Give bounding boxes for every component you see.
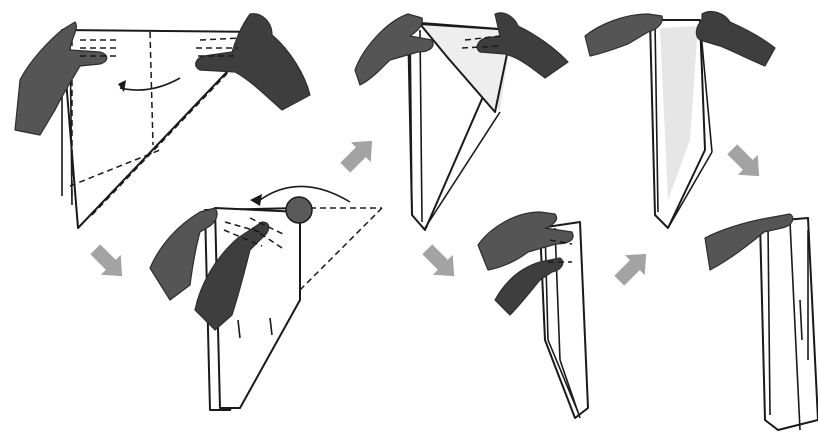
arrow-icon — [85, 239, 132, 286]
right-hand-icon — [196, 14, 310, 110]
step-4-gather-side — [478, 212, 588, 418]
right-hand-icon — [696, 12, 775, 66]
arrow-icon — [609, 244, 656, 291]
step-3-triangle-folded — [355, 13, 568, 230]
step-5-drape — [585, 12, 775, 228]
arrow-icon — [417, 239, 464, 286]
arrow-icon — [335, 131, 382, 178]
pivot-point-icon — [286, 197, 312, 223]
step-2-fold-corner — [150, 186, 382, 410]
step-6-final — [705, 214, 818, 430]
arrow-icon — [722, 139, 769, 186]
